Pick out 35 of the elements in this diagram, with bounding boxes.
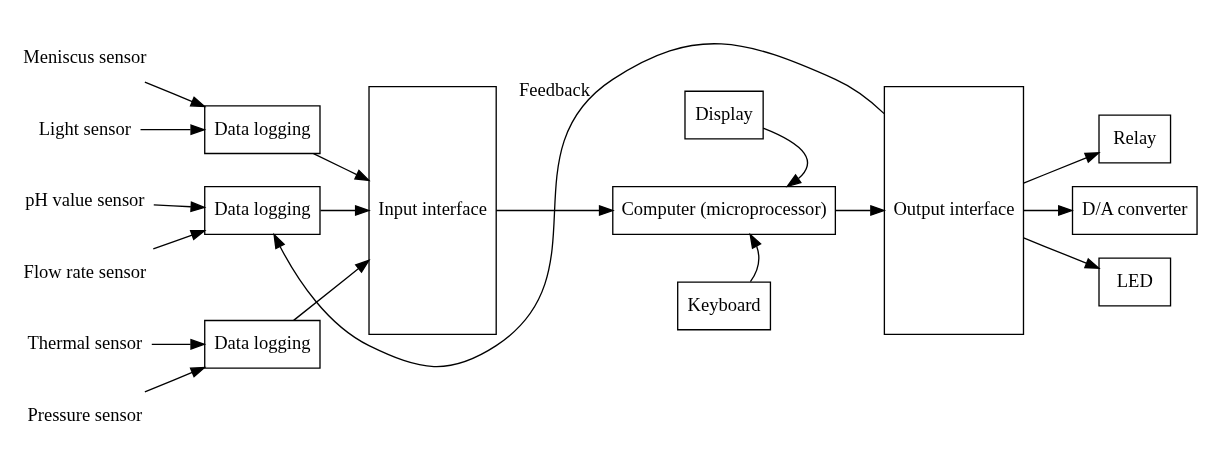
node-box: Relay (1098, 113, 1172, 163)
node-box: LED (1098, 257, 1172, 307)
arrow (762, 126, 809, 187)
node-box: Display (684, 90, 764, 140)
arrow (495, 204, 615, 216)
node-box: Data logging (204, 319, 321, 369)
arrow (835, 204, 887, 216)
node-text: Light sensor (38, 117, 131, 139)
node-box: Output interface (883, 85, 1025, 335)
arrow (319, 204, 371, 216)
arrow (152, 229, 207, 250)
arrow (1023, 204, 1074, 216)
arrow (139, 123, 207, 135)
arrow (144, 81, 207, 107)
node-box: Data logging (204, 185, 321, 235)
node-box: Data logging (204, 104, 321, 154)
arrow (144, 366, 207, 392)
arrow (1023, 151, 1101, 184)
arrow (273, 42, 885, 367)
node-text: pH value sensor (25, 188, 145, 210)
node-text: Meniscus sensor (23, 45, 147, 67)
node-box: D/A converter (1071, 185, 1198, 235)
node-text: Pressure sensor (27, 403, 143, 425)
node-text: Flow rate sensor (23, 260, 147, 282)
node-box: Computer (microprocessor) (612, 185, 836, 235)
arrow (151, 338, 207, 350)
arrow (153, 200, 207, 212)
arrow (1023, 236, 1101, 269)
arrow (312, 152, 371, 181)
arrow (293, 258, 371, 321)
edge-label: Feedback (518, 78, 590, 100)
node-text: Thermal sensor (27, 331, 143, 353)
node-box: Keyboard (677, 280, 772, 330)
node-box: Input interface (368, 85, 497, 335)
arrow (749, 232, 762, 282)
